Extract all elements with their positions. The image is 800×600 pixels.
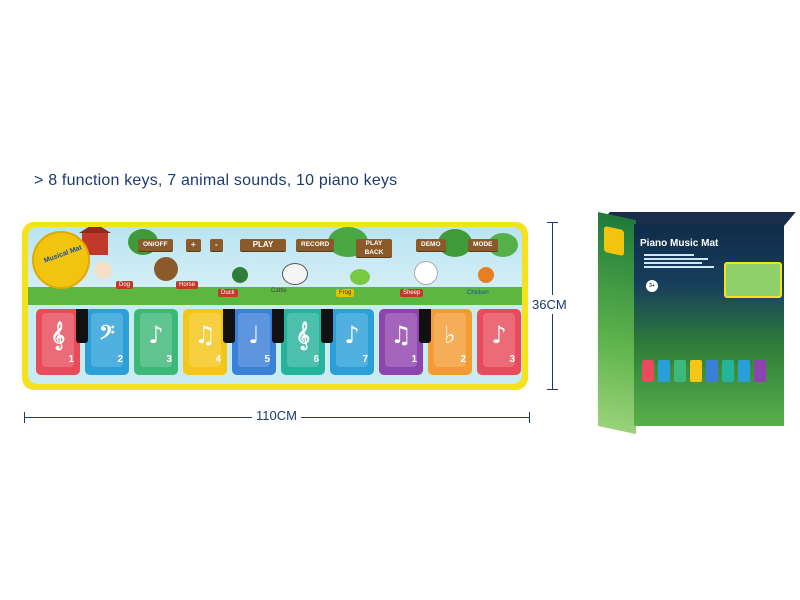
grass-strip: [28, 287, 522, 305]
music-note-icon: 𝄢: [99, 321, 115, 349]
box-piano-key: [722, 360, 734, 382]
function-key-play[interactable]: PLAY: [240, 239, 286, 251]
piano-key-number: 1: [411, 354, 417, 365]
function-key-demo[interactable]: DEMO: [416, 239, 446, 251]
piano-key[interactable]: ♭2: [428, 309, 472, 375]
music-note-icon: ♪: [344, 321, 360, 349]
animal-label-horse: Horse: [176, 281, 199, 289]
function-key-on-off[interactable]: ON/OFF: [138, 239, 173, 251]
piano-key-number: 5: [264, 354, 270, 365]
black-key[interactable]: [419, 309, 431, 343]
function-key-mode[interactable]: MODE: [468, 239, 498, 251]
box-piano-key: [658, 360, 670, 382]
piano-key-number: 1: [68, 354, 74, 365]
black-key[interactable]: [223, 309, 235, 343]
piano-key[interactable]: ♩5: [232, 309, 276, 375]
musical-mat-logo: Musical Mat: [32, 231, 90, 289]
barn-icon: [79, 227, 111, 255]
piano-key[interactable]: ♪3: [134, 309, 178, 375]
piano-key-number: 2: [117, 354, 123, 365]
music-note-icon: ♫: [194, 321, 216, 349]
box-feature-lines: [644, 252, 714, 270]
box-piano-key: [706, 360, 718, 382]
duck-icon[interactable]: [232, 267, 248, 283]
brand-logo-icon: [604, 225, 624, 257]
black-key[interactable]: [272, 309, 284, 343]
piano-key-number: 3: [166, 354, 172, 365]
box-piano-key: [642, 360, 654, 382]
piano-key[interactable]: ♪7: [330, 309, 374, 375]
function-key-minus[interactable]: -: [210, 239, 223, 251]
piano-key-number: 3: [509, 354, 515, 365]
horse-icon[interactable]: [154, 257, 178, 281]
box-piano-key: [754, 360, 766, 382]
piano-key[interactable]: ♫4: [183, 309, 227, 375]
music-note-icon: 𝄞: [295, 321, 311, 349]
music-mat: Musical Mat ON/OFF + - PLAY RECORD PLAY …: [22, 222, 528, 390]
cattle-icon[interactable]: [282, 263, 308, 285]
age-badge: 3+: [646, 280, 658, 292]
animal-label-sheep: Sheep: [400, 289, 424, 297]
height-dimension-label: 36CM: [532, 295, 567, 314]
animal-label-duck: Duck: [218, 289, 238, 297]
logo-text: Musical Mat: [43, 244, 83, 265]
feature-headline: > 8 function keys, 7 animal sounds, 10 p…: [34, 172, 398, 189]
box-piano-key: [674, 360, 686, 382]
animal-label-cattle: Cattle: [271, 288, 287, 294]
function-key-play-back[interactable]: PLAY BACK: [356, 239, 392, 257]
piano-key[interactable]: ♪3: [477, 309, 521, 375]
black-key[interactable]: [76, 309, 88, 343]
music-note-icon: 𝄞: [50, 321, 66, 349]
piano-key-number: 2: [460, 354, 466, 365]
box-mat-image: [724, 262, 782, 298]
chicken-icon[interactable]: [478, 267, 494, 283]
piano-key[interactable]: ♫1: [379, 309, 423, 375]
box-front: [634, 224, 784, 426]
piano-key[interactable]: 𝄢2: [85, 309, 129, 375]
music-note-icon: ♫: [390, 321, 412, 349]
frog-icon[interactable]: [350, 269, 370, 285]
sheep-icon[interactable]: [414, 261, 438, 285]
piano-key-number: 7: [362, 354, 368, 365]
music-note-icon: ♩: [248, 321, 260, 349]
black-key[interactable]: [321, 309, 333, 343]
product-box: Piano Music Mat 3+: [598, 212, 796, 435]
animal-label-frog: Frog: [336, 289, 355, 297]
music-note-icon: ♪: [491, 321, 507, 349]
box-piano-key: [738, 360, 750, 382]
animal-label-chicken: Chicken: [467, 290, 489, 296]
music-note-icon: ♪: [148, 321, 164, 349]
music-note-icon: ♭: [444, 321, 456, 349]
box-title: Piano Music Mat: [640, 238, 719, 249]
piano-key-number: 4: [215, 354, 221, 365]
width-dimension-label: 110CM: [252, 408, 301, 423]
piano-keys: 𝄞1𝄢2♪3♫4♩5𝄞6♪7♫1♭2♪3: [36, 309, 521, 379]
function-key-plus[interactable]: +: [186, 239, 201, 251]
dog-icon[interactable]: [94, 261, 112, 279]
mat-scene: Musical Mat ON/OFF + - PLAY RECORD PLAY …: [28, 227, 522, 384]
piano-key[interactable]: 𝄞1: [36, 309, 80, 375]
animal-label-dog: Dog: [116, 281, 134, 289]
piano-key-number: 6: [313, 354, 319, 365]
box-piano-key: [690, 360, 702, 382]
function-key-record[interactable]: RECORD: [296, 239, 335, 251]
piano-key[interactable]: 𝄞6: [281, 309, 325, 375]
